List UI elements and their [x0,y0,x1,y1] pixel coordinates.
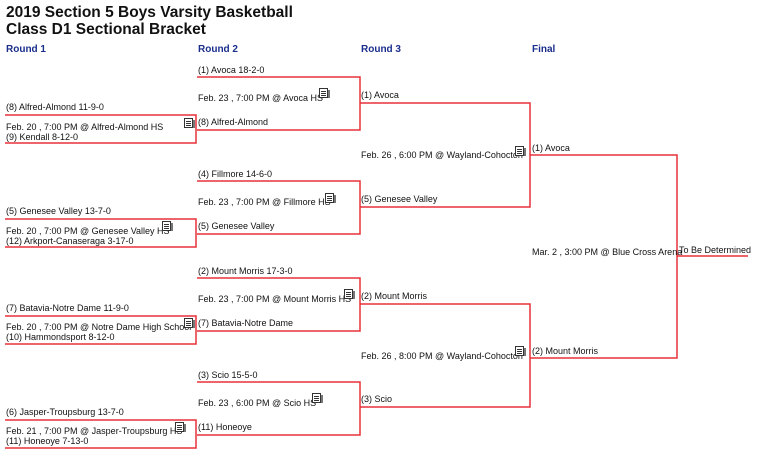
r2-game4-lines [197,381,361,436]
r2-game2-team-top: (4) Fillmore 14-6-0 [198,169,273,179]
page-title: 2019 Section 5 Boys Varsity Basketball [6,4,293,21]
round-1-header: Round 1 [6,44,46,55]
final-team-top: (1) Avoca [532,143,570,153]
document-icon[interactable] [184,318,195,328]
document-icon[interactable] [325,193,336,203]
r3-game1-team-bottom: (5) Genesee Valley [361,194,438,204]
r3-game2-lines [360,303,531,408]
r3-game1-info: Feb. 26 , 6:00 PM @ Wayland-Cohocton [361,150,523,160]
document-icon[interactable] [515,146,526,156]
r1-game3-info: Feb. 20 , 7:00 PM @ Notre Dame High Scho… [6,322,192,332]
r3-game2-team-bottom: (3) Scio [361,394,393,404]
document-icon[interactable] [184,118,195,128]
r3-game2-info: Feb. 26 , 8:00 PM @ Wayland-Cohocton [361,351,523,361]
round-2-header: Round 2 [198,44,238,55]
document-icon[interactable] [319,88,330,98]
r2-game3-team-bottom: (7) Batavia-Notre Dame [198,318,294,328]
r2-game1-team-bottom: (8) Alfred-Almond [198,117,269,127]
r1-game3-team-top: (7) Batavia-Notre Dame 11-9-0 [6,303,129,313]
r1-game3-team-bottom: (10) Hammondsport 8-12-0 [6,332,115,342]
r3-game2-team-top: (2) Mount Morris [361,291,428,301]
r1-game4-team-top: (6) Jasper-Troupsburg 13-7-0 [6,407,124,417]
document-icon[interactable] [312,393,323,403]
r2-game2-team-bottom: (5) Genesee Valley [198,221,275,231]
final-team-bottom: (2) Mount Morris [532,346,599,356]
r1-game4-info: Feb. 21 , 7:00 PM @ Jasper-Troupsburg HS [6,426,183,436]
r1-game4-lines [5,419,197,449]
r2-game4-team-bottom: (11) Honeoye [198,422,252,432]
r2-game4-team-top: (3) Scio 15-5-0 [198,370,258,380]
document-icon[interactable] [175,422,186,432]
page-subtitle: Class D1 Sectional Bracket [6,21,206,38]
r2-game3-team-top: (2) Mount Morris 17-3-0 [198,266,293,276]
document-icon[interactable] [515,346,526,356]
r2-game2-info: Feb. 23 , 7:00 PM @ Fillmore HS [198,197,331,207]
r1-game4-team-bottom: (11) Honeoye 7-13-0 [6,436,89,446]
final-info: Mar. 2 , 3:00 PM @ Blue Cross Arena [532,247,683,257]
r1-game2-info: Feb. 20 , 7:00 PM @ Genesee Valley HS [6,226,170,236]
r1-game2-team-top: (5) Genesee Valley 13-7-0 [6,206,111,216]
final-header: Final [532,44,556,55]
r1-game1-team-top: (8) Alfred-Almond 11-9-0 [6,102,104,112]
champion-label: To Be Determined [679,245,752,255]
r2-game1-info: Feb. 23 , 7:00 PM @ Avoca HS [198,93,324,103]
r1-game2-lines [5,218,197,248]
r1-game1-team-bottom: (9) Kendall 8-12-0 [6,132,79,142]
r3-game1-team-top: (1) Avoca [361,90,399,100]
document-icon[interactable] [344,289,355,299]
r1-game3-lines [5,315,197,345]
r2-game3-info: Feb. 23 , 7:00 PM @ Mount Morris HS [198,294,352,304]
r2-game1-team-top: (1) Avoca 18-2-0 [198,65,265,75]
r2-game4-info: Feb. 23 , 6:00 PM @ Scio HS [198,398,317,408]
r1-game2-team-bottom: (12) Arkport-Canaseraga 3-17-0 [6,236,134,246]
r1-game1-lines [5,114,197,144]
round-3-header: Round 3 [361,44,401,55]
document-icon[interactable] [162,221,173,231]
r1-game1-info: Feb. 20 , 7:00 PM @ Alfred-Almond HS [6,122,164,132]
